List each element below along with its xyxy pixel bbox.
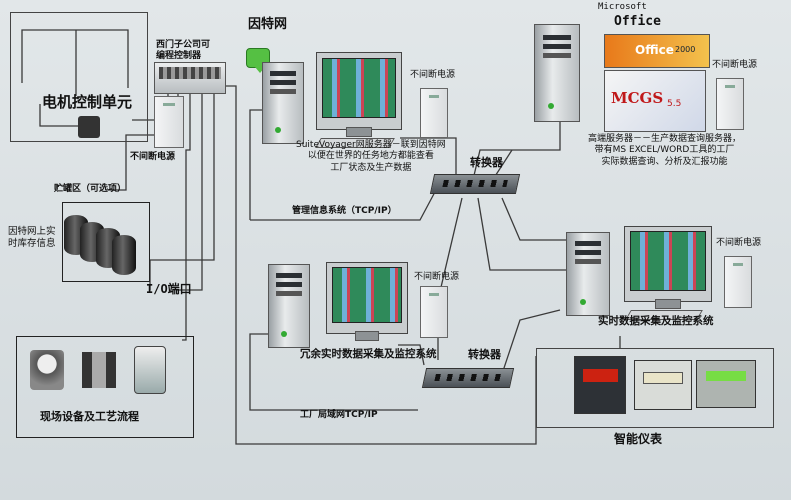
redundant-monitor <box>326 262 408 341</box>
switch-label-2: 转换器 <box>468 348 501 361</box>
realtime-monitor <box>624 226 712 309</box>
field-equipment-label: 现场设备及工艺流程 <box>40 410 139 423</box>
tank-icon <box>112 235 136 275</box>
io-port-label: I/O端口 <box>146 282 192 296</box>
plc-device <box>154 62 226 94</box>
mgmt-network-label: 管理信息系统（TCP/IP） <box>292 206 397 216</box>
redundant-system-label: 冗余实时数据采集及监控系统 <box>300 348 437 360</box>
ups-label-realtime: 不间断电源 <box>716 238 762 248</box>
office-logo-box: Office 2000 <box>604 34 710 68</box>
motor-control-unit-label: 电机控制单元 <box>42 93 133 111</box>
instrument-white-display <box>634 360 692 410</box>
office-label: Office <box>614 14 661 29</box>
transmitter-icon <box>30 350 64 390</box>
redundant-server-tower <box>268 264 310 348</box>
realtime-server-tower <box>566 232 610 316</box>
ups-icon <box>716 78 744 130</box>
instrument-green-display <box>696 360 756 408</box>
web-server-tower <box>262 62 304 144</box>
office-version: 2000 <box>675 45 696 54</box>
valve-icon <box>82 352 116 388</box>
smart-instruments-label: 智能仪表 <box>614 432 663 446</box>
ups-label-plc: 不间断电源 <box>130 152 176 162</box>
ups-icon <box>724 256 752 308</box>
instruments-frame <box>536 348 774 428</box>
ups-icon <box>420 88 448 138</box>
web-server-monitor <box>316 52 402 137</box>
mcgs-logo-text: MCGS <box>611 89 664 107</box>
ups-label-office: 不间断电源 <box>712 60 758 70</box>
network-switch-1 <box>429 174 521 194</box>
ups-label-redundant: 不间断电源 <box>414 272 460 282</box>
mcgs-logo-box: MCGS 5.5 <box>604 70 706 132</box>
office-logo-text: Office <box>635 43 674 57</box>
suite-voyager-desc: SuiteVoyager网服务器－联到因特网 以便在世界的任务地方都能查看 工厂… <box>296 140 446 173</box>
instrument-red-display <box>574 356 626 414</box>
mcgs-version: 5.5 <box>667 99 682 109</box>
storage-zone-frame <box>62 202 150 282</box>
plc-label: 西门子公司可 编程控制器 <box>156 40 211 62</box>
motor-unit-frame <box>10 12 148 142</box>
flowmeter-icon <box>134 346 166 394</box>
ups-icon <box>420 286 448 338</box>
network-switch-2 <box>421 368 515 388</box>
realtime-system-label: 实时数据采集及监控系统 <box>598 315 714 327</box>
motor-icon <box>78 116 100 138</box>
high-end-server-tower <box>534 24 580 122</box>
switch-label-1: 转换器 <box>470 156 503 169</box>
ups-label-web: 不间断电源 <box>410 70 456 80</box>
inventory-info-label: 因特网上实 时库存信息 <box>8 226 56 249</box>
field-equipment-frame <box>16 336 194 438</box>
ups-icon <box>154 96 184 148</box>
storage-zone-label: 贮罐区（可选项） <box>54 184 127 194</box>
plant-lan-label: 工厂局域网TCP/IP <box>300 410 378 420</box>
internet-label: 因特网 <box>248 17 288 32</box>
microsoft-label: Microsoft <box>598 2 647 12</box>
high-end-server-desc: 高端服务器－－生产数据查询服务器， 带有MS EXCEL/WORD工具的工厂 实… <box>588 134 742 167</box>
